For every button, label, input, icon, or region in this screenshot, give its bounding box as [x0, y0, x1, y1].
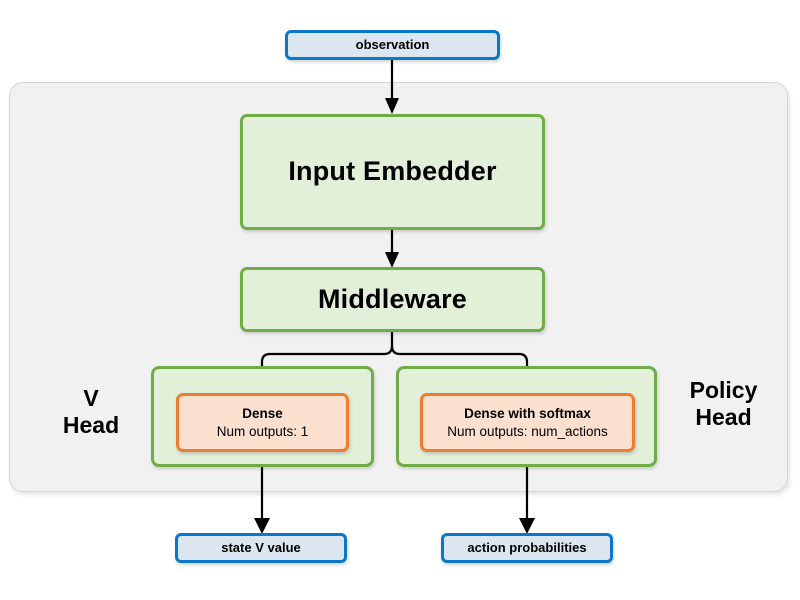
node-v-head-dense-title: Dense	[242, 405, 283, 421]
label-policy-head: Policy Head	[666, 377, 781, 431]
node-input-embedder[interactable]: Input Embedder	[240, 114, 545, 230]
node-v-head-dense-subtitle: Num outputs: 1	[216, 423, 309, 439]
node-policy-head-dense-subtitle: Num outputs: num_actions	[447, 423, 608, 439]
node-middleware-label: Middleware	[317, 283, 468, 314]
label-v-head: V Head	[36, 385, 146, 439]
label-v-head-line2: Head	[62, 412, 120, 439]
node-middleware[interactable]: Middleware	[240, 267, 545, 332]
node-policy-head-dense-title: Dense with softmax	[464, 405, 591, 421]
label-v-head-line1: V	[83, 385, 99, 411]
node-observation-label: observation	[355, 36, 430, 52]
node-policy-head-dense[interactable]: Dense with softmax Num outputs: num_acti…	[420, 393, 635, 452]
node-state-v-value[interactable]: state V value	[175, 533, 347, 563]
node-action-probabilities-label: action probabilities	[467, 539, 587, 555]
node-v-head-dense[interactable]: Dense Num outputs: 1	[176, 393, 349, 452]
node-action-probabilities[interactable]: action probabilities	[441, 533, 613, 563]
node-input-embedder-label: Input Embedder	[288, 156, 497, 187]
node-observation[interactable]: observation	[285, 30, 500, 60]
node-state-v-value-label: state V value	[221, 539, 301, 555]
label-policy-head-line2: Head	[695, 404, 752, 431]
label-policy-head-line1: Policy	[689, 377, 758, 403]
